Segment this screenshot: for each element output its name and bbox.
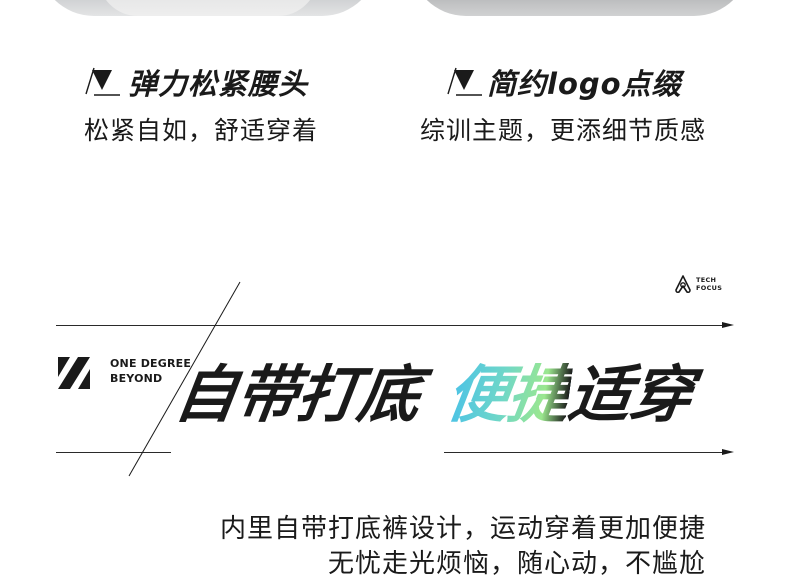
arrow-right-icon	[722, 322, 734, 328]
tech-line2: FOCUS	[696, 284, 723, 292]
tech-line1: TECH	[696, 276, 717, 284]
top-divider-line	[56, 325, 728, 326]
product-photo-waistband	[38, 0, 378, 16]
product-photo-logo	[410, 0, 750, 16]
brand-line1: ONE DEGREE	[110, 357, 192, 370]
tech-focus-icon	[675, 275, 691, 294]
diagonal-slash-line	[128, 281, 241, 477]
feature-title-waistband: 弹力松紧腰头	[128, 67, 309, 101]
feature-subtitle-waistband: 松紧自如，舒适穿着	[84, 116, 319, 145]
bottom-right-line	[444, 452, 728, 453]
feature-subtitle-logo: 综训主题，更添细节质感	[420, 116, 707, 145]
feature-mark-icon	[447, 67, 482, 96]
bottom-left-line	[56, 452, 171, 453]
brand-name: ONE DEGREE BEYOND	[110, 356, 191, 386]
tech-focus-label: TECH FOCUS	[696, 276, 722, 292]
description-line1: 内里自带打底裤设计，运动穿着更加便捷	[219, 514, 706, 544]
description-line2: 无忧走光烦恼，随心动，不尴尬	[327, 549, 706, 579]
feature-mark-icon	[85, 67, 120, 96]
brand-logo-icon	[58, 357, 90, 389]
arrow-right-icon	[722, 449, 734, 455]
headline-part2-gradient: 便捷	[442, 358, 575, 431]
headline-part1: 自带打底	[170, 358, 425, 431]
headline: 自带打底便捷适穿	[170, 344, 699, 434]
feature-title-logo: 简约logo点缀	[487, 67, 682, 101]
headline-part3: 适穿	[564, 358, 697, 431]
brand-line2: BEYOND	[110, 372, 163, 385]
